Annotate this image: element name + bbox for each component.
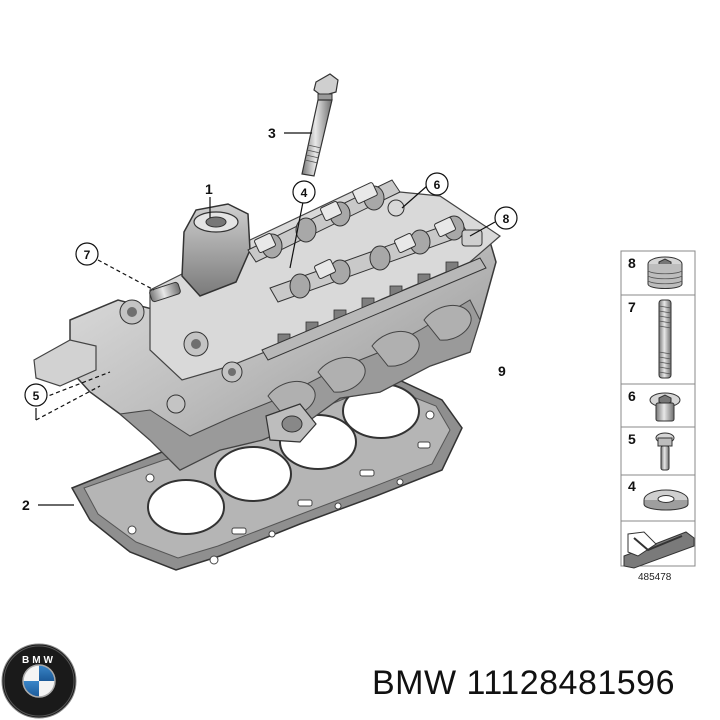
svg-text:7: 7 (628, 299, 636, 315)
leader-lines (35, 132, 496, 506)
flange-screw-icon (649, 392, 681, 422)
callout-6: 6 (425, 172, 449, 196)
diagram-reference-number: 485478 (638, 572, 672, 583)
svg-text:6: 6 (628, 388, 636, 404)
gasket-bore-1 (147, 479, 225, 535)
svg-text:8: 8 (503, 212, 510, 226)
callout-2: 2 (22, 497, 30, 513)
stud-bolt-icon (658, 299, 672, 379)
svg-text:8: 8 (628, 255, 636, 271)
callout-1: 1 (205, 181, 213, 197)
callout-7: 7 (75, 242, 99, 266)
callout-5: 5 (24, 383, 48, 407)
callout-9: 9 (498, 363, 506, 379)
svg-text:BMW: BMW (22, 655, 56, 666)
washer-icon (643, 489, 689, 511)
svg-text:6: 6 (434, 178, 441, 192)
arrow-down-left-icon (623, 531, 695, 569)
svg-text:5: 5 (628, 431, 636, 447)
legend-row-5: 5 (628, 431, 675, 471)
cylinder-head (33, 179, 501, 471)
plug-screw-icon (647, 256, 683, 289)
svg-text:7: 7 (84, 248, 91, 262)
part-number-caption: BMW 11128481596 (372, 664, 675, 702)
callout-3: 3 (268, 125, 276, 141)
callout-labels: 1 3 2 9 4 6 8 7 5 (22, 125, 518, 513)
callout-4: 4 (292, 180, 316, 204)
svg-text:4: 4 (301, 186, 308, 200)
svg-text:5: 5 (33, 389, 40, 403)
head-bolt (301, 73, 339, 177)
legend-row-7: 7 (628, 299, 672, 379)
legend-row-8: 8 (628, 255, 683, 289)
gasket-bore-2 (214, 446, 292, 502)
bolt-icon (655, 432, 675, 471)
callout-8: 8 (494, 206, 518, 230)
legend-row-6: 6 (628, 388, 681, 422)
bmw-logo-icon: BMW (1, 643, 77, 719)
svg-text:4: 4 (628, 478, 636, 494)
legend-row-4: 4 (628, 478, 689, 511)
parts-legend: 8 7 (620, 250, 696, 583)
